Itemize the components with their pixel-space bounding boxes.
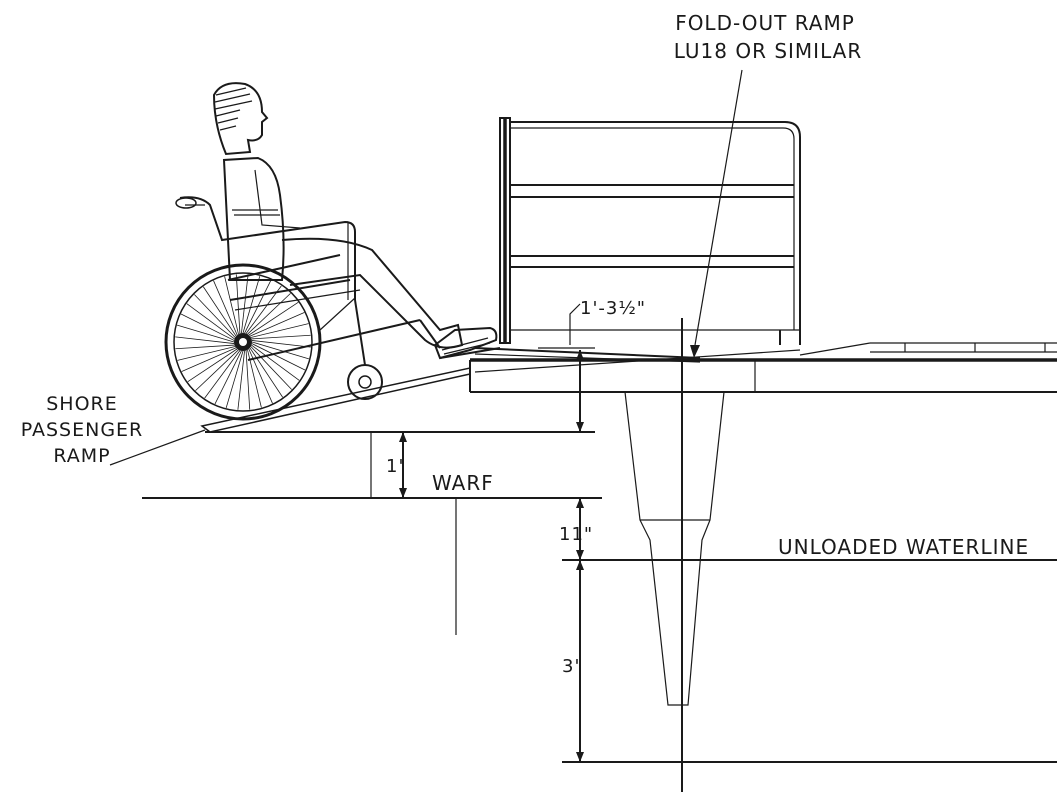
person-head bbox=[212, 82, 269, 156]
wheel-spoke bbox=[203, 286, 237, 337]
wheel-spoke bbox=[251, 341, 309, 360]
fold-out-ramp bbox=[474, 347, 801, 373]
wheel-spoke bbox=[251, 334, 311, 340]
warf-label: WARF bbox=[432, 471, 494, 495]
wheel-spoke bbox=[195, 349, 239, 391]
wheel-spoke bbox=[187, 348, 238, 382]
shore-ramp-label-1: SHORE bbox=[46, 393, 118, 415]
dimension-ramp-height: 1'-3½" bbox=[538, 298, 646, 432]
wheel-spoke bbox=[237, 350, 245, 410]
wheel-spoke bbox=[224, 276, 239, 335]
dimension-warf-step: 1' bbox=[386, 432, 407, 498]
freeboard-label: 11" bbox=[559, 524, 593, 545]
ramp-height-label: 1'-3½" bbox=[580, 298, 646, 319]
vessel-deck bbox=[469, 342, 1057, 393]
wheel-spoke bbox=[213, 280, 238, 336]
dimension-freeboard: 11" bbox=[559, 498, 593, 560]
wheelchair-rear-wheel bbox=[164, 263, 322, 421]
wheel-spoke bbox=[235, 274, 241, 334]
wheel-spoke bbox=[180, 313, 235, 341]
wheel-spoke bbox=[250, 323, 309, 338]
wheel-spoke bbox=[248, 302, 299, 336]
wheel-spoke bbox=[245, 285, 282, 334]
fold-out-ramp-label-1: FOLD-OUT RAMP bbox=[675, 11, 855, 35]
shore-ramp-leader bbox=[109, 429, 206, 466]
wheel-spoke bbox=[204, 350, 241, 399]
warf-step-label: 1' bbox=[386, 456, 404, 477]
wheel-spoke bbox=[241, 274, 249, 334]
wheel-spoke bbox=[175, 336, 235, 344]
wheel-spoke bbox=[177, 324, 235, 343]
shore-passenger-ramp bbox=[200, 367, 471, 433]
wheel-spoke bbox=[251, 344, 300, 381]
wheel-spoke bbox=[251, 340, 311, 348]
wheel-spoke bbox=[242, 276, 261, 334]
wheel-spoke bbox=[251, 343, 306, 371]
wheel-spoke bbox=[194, 294, 236, 338]
draft-label: 3' bbox=[562, 656, 580, 677]
wheel-spoke bbox=[186, 303, 235, 340]
wheel-spoke bbox=[225, 350, 244, 408]
wheel-spoke bbox=[250, 346, 292, 390]
wheel-spoke bbox=[249, 347, 283, 398]
shore-ramp-label-2: PASSENGER bbox=[21, 419, 144, 441]
fold-out-ramp-leader bbox=[694, 69, 743, 346]
shore-ramp-label-3: RAMP bbox=[53, 445, 110, 467]
wheel-spoke bbox=[175, 344, 235, 350]
wharf bbox=[142, 431, 602, 635]
dimension-draft: 3' bbox=[562, 560, 584, 762]
wheel-spoke bbox=[247, 293, 291, 335]
fold-out-ramp-label-2: LU18 OR SIMILAR bbox=[674, 39, 863, 63]
wheel-spoke bbox=[245, 350, 251, 410]
hull-keel bbox=[624, 318, 725, 792]
wheel-spoke bbox=[181, 347, 237, 372]
wheel-spoke bbox=[214, 350, 242, 405]
wheel-spoke bbox=[249, 312, 305, 337]
railing-enclosure bbox=[499, 117, 801, 345]
wheelchair-user bbox=[164, 82, 501, 421]
wheel-spoke bbox=[177, 346, 236, 361]
waterline-label: UNLOADED WATERLINE bbox=[778, 535, 1029, 559]
